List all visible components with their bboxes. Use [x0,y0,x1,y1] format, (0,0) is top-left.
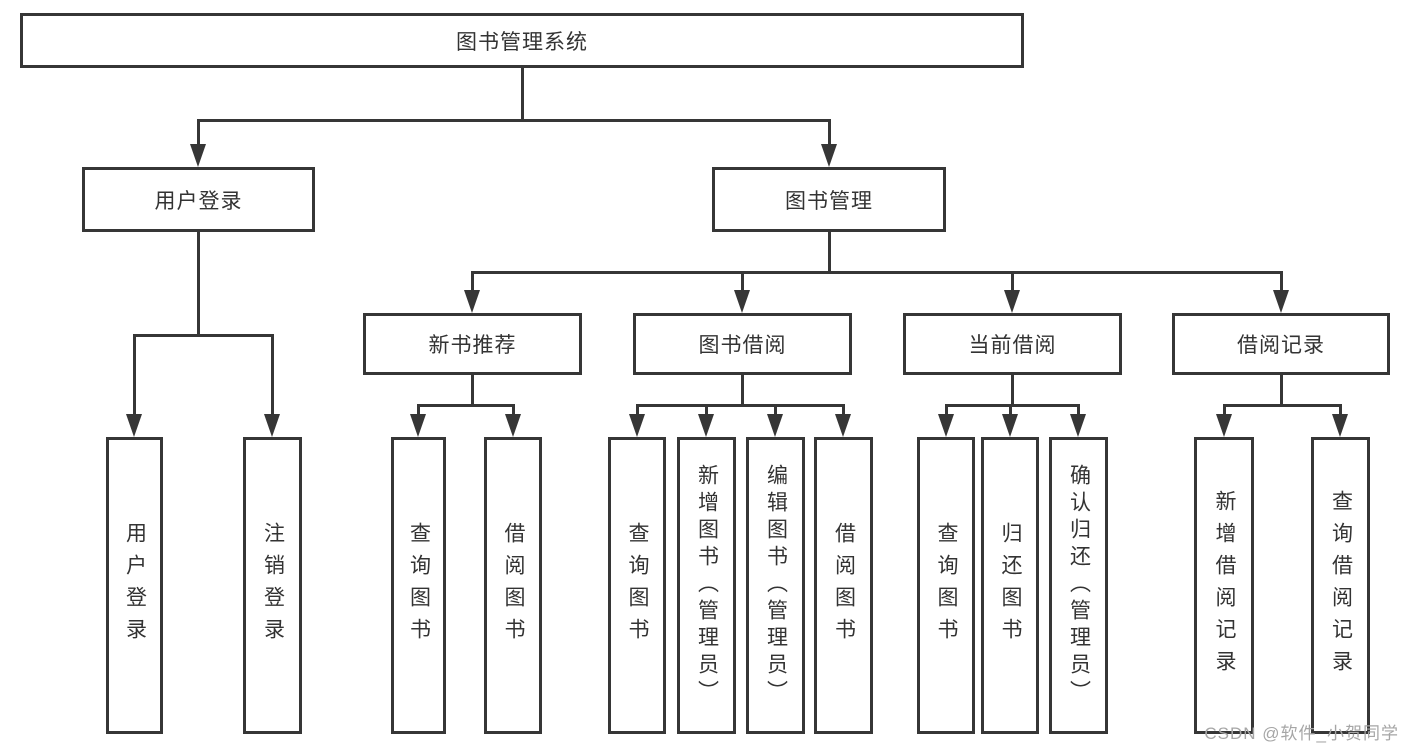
connector-line [1009,404,1012,418]
node-leaf-query-book-2: 查询图书 [608,437,666,734]
connector-line [197,232,200,336]
arrow-down-icon [734,290,750,313]
node-new-book-rec: 新书推荐 [363,313,582,375]
connector-line [521,68,524,121]
connector-line [1077,404,1080,418]
node-user-login: 用户登录 [82,167,315,232]
arrow-down-icon [464,290,480,313]
node-leaf-user-login: 用户登录 [106,437,163,734]
connector-line [636,404,845,407]
node-label: 借阅图书 [502,521,525,650]
node-leaf-confirm-return: 确认归还（管理员） [1049,437,1108,734]
arrow-down-icon [767,414,783,437]
arrow-down-icon [1002,414,1018,437]
arrow-down-icon [629,414,645,437]
node-leaf-add-book: 新增图书（管理员） [677,437,736,734]
arrow-down-icon [505,414,521,437]
node-label: 新增借阅记录 [1213,489,1236,682]
arrow-down-icon [821,144,837,167]
node-label: 用户登录 [123,521,147,650]
connector-line [945,404,1080,407]
node-label: 借阅图书 [832,521,856,650]
node-label: 借阅记录 [1237,334,1325,357]
connector-line [741,375,744,406]
connector-line [197,119,200,151]
connector-line [1339,404,1342,418]
node-leaf-query-book-1: 查询图书 [391,437,446,734]
arrow-down-icon [410,414,426,437]
node-label: 查询借阅记录 [1329,489,1353,682]
node-leaf-edit-book: 编辑图书（管理员） [746,437,805,734]
connector-line [271,334,274,418]
node-label: 查询图书 [407,521,431,650]
node-label: 查询图书 [935,521,958,650]
node-leaf-query-book-3: 查询图书 [917,437,975,734]
connector-line [133,334,136,418]
connector-line [828,119,831,151]
connector-line [1223,404,1226,418]
connector-line [774,404,777,418]
connector-line [1011,375,1014,406]
connector-line [842,404,845,418]
arrow-down-icon [1332,414,1348,437]
node-label: 归还图书 [999,521,1022,650]
connector-line [705,404,708,418]
arrow-down-icon [938,414,954,437]
node-root: 图书管理系统 [20,13,1024,68]
connector-line [512,404,515,418]
connector-line [1223,404,1342,407]
node-leaf-logout: 注销登录 [243,437,302,734]
connector-line [417,404,515,407]
connector-line [197,119,831,122]
arrow-down-icon [1216,414,1232,437]
node-leaf-borrow-book-2: 借阅图书 [814,437,873,734]
arrow-down-icon [264,414,280,437]
node-leaf-return-book: 归还图书 [981,437,1039,734]
node-label: 用户登录 [154,189,243,213]
connector-line [417,404,420,418]
connector-line [133,334,274,337]
connector-line [945,404,948,418]
node-label: 图书管理系统 [456,30,588,54]
connector-line [471,271,1283,274]
node-leaf-query-record: 查询借阅记录 [1311,437,1370,734]
arrow-down-icon [1273,290,1289,313]
node-label: 新书推荐 [428,334,517,357]
node-label: 注销登录 [261,521,285,650]
node-label: 图书管理 [785,189,873,213]
node-label: 编辑图书（管理员） [764,464,788,707]
node-book-borrow: 图书借阅 [633,313,852,375]
node-borrow-records: 借阅记录 [1172,313,1390,375]
node-label: 当前借阅 [968,334,1057,357]
connector-line [1011,271,1014,296]
arrow-down-icon [126,414,142,437]
node-leaf-add-record: 新增借阅记录 [1194,437,1254,734]
node-label: 新增图书（管理员） [695,464,719,707]
arrow-down-icon [1070,414,1086,437]
connector-line [636,404,639,418]
connector-line [471,271,474,296]
watermark: CSDN @软件_小贺同学 [1204,724,1399,743]
node-leaf-borrow-book-1: 借阅图书 [484,437,542,734]
connector-line [1280,271,1283,296]
connector-line [1280,375,1283,406]
node-label: 查询图书 [626,521,649,650]
connector-line [828,232,831,273]
arrow-down-icon [1004,290,1020,313]
node-current-borrow: 当前借阅 [903,313,1122,375]
node-book-mgmt: 图书管理 [712,167,946,232]
arrow-down-icon [190,144,206,167]
connector-line [741,271,744,296]
arrow-down-icon [835,414,851,437]
connector-line [471,375,474,406]
arrow-down-icon [698,414,714,437]
node-label: 图书借阅 [698,334,787,357]
node-label: 确认归还（管理员） [1067,464,1091,707]
